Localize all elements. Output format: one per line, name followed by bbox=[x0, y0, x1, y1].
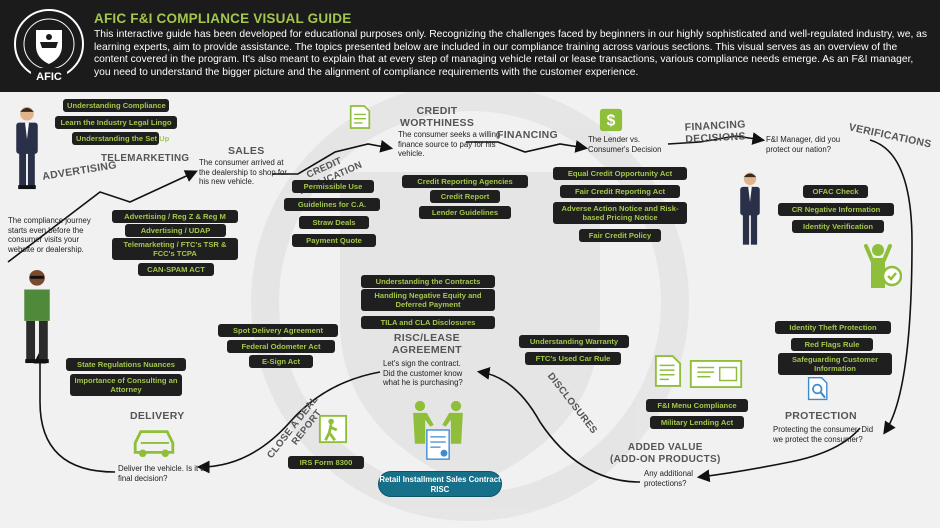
topic-irs-form-8300[interactable]: IRS Form 8300 bbox=[288, 456, 364, 469]
topic-tila-cla[interactable]: TILA and CLA Disclosures bbox=[361, 316, 495, 329]
contract-signing-icon bbox=[413, 400, 463, 460]
topic-state-regulations[interactable]: State Regulations Nuances bbox=[66, 358, 186, 371]
topic-permissible-use[interactable]: Permissible Use bbox=[292, 180, 374, 193]
topic-military-lending-act[interactable]: Military Lending Act bbox=[650, 416, 744, 429]
stage-label-delivery: DELIVERY bbox=[130, 410, 185, 422]
topic-federal-odometer-act[interactable]: Federal Odometer Act bbox=[227, 340, 335, 353]
risc-lease-line2: AGREEMENT bbox=[392, 344, 462, 356]
compliance-flow-diagram: Understanding Compliance Learn the Indus… bbox=[0, 92, 940, 528]
document-icon bbox=[349, 105, 371, 129]
topic-fair-credit-policy[interactable]: Fair Credit Policy bbox=[579, 229, 661, 242]
topic-ecoa[interactable]: Equal Credit Opportunity Act bbox=[553, 167, 687, 180]
topic-ftc-used-car-rule[interactable]: FTC's Used Car Rule bbox=[525, 352, 621, 365]
advertising-note: The compliance journey starts even befor… bbox=[8, 216, 91, 254]
topic-reg-z-m[interactable]: Advertising / Reg Z & Reg M bbox=[112, 210, 238, 223]
risc-badge: Retail Installment Sales Contract RISC bbox=[378, 471, 502, 497]
stage-label-risc-lease: RISC/LEASE AGREEMENT bbox=[392, 332, 462, 356]
topic-understanding-warranty[interactable]: Understanding Warranty bbox=[519, 335, 629, 348]
dollar-icon: $ bbox=[599, 108, 623, 132]
magnifier-document-icon bbox=[807, 377, 828, 401]
financing-decisions-note: F&I Manager, did you protect our nation? bbox=[766, 135, 841, 154]
topic-ofac-check[interactable]: OFAC Check bbox=[803, 185, 868, 198]
added-value-line2: (ADD-ON PRODUCTS) bbox=[610, 454, 721, 465]
sales-note: The consumer arrived at the dealership t… bbox=[199, 158, 287, 186]
topic-credit-report[interactable]: Credit Report bbox=[430, 190, 500, 203]
businessman-icon bbox=[16, 106, 38, 190]
financing-note: The Lender vs. Consumer's Decision bbox=[588, 135, 662, 154]
logo-text: AFIC bbox=[36, 71, 62, 83]
topic-udap[interactable]: Advertising / UDAP bbox=[125, 224, 226, 237]
afic-logo-icon: AFIC bbox=[14, 9, 84, 83]
added-value-line1: ADDED VALUE bbox=[627, 442, 703, 453]
topic-lender-guidelines[interactable]: Lender Guidelines bbox=[419, 206, 511, 219]
topic-safeguarding-customer-info[interactable]: Safeguarding Customer Information bbox=[778, 353, 892, 375]
topic-consulting-attorney[interactable]: Importance of Consulting an Attorney bbox=[70, 374, 182, 396]
stage-label-protection: PROTECTION bbox=[785, 410, 857, 422]
car-icon bbox=[133, 430, 175, 458]
topic-fcra[interactable]: Fair Credit Reporting Act bbox=[560, 185, 680, 198]
credit-worthiness-line1: CREDIT bbox=[416, 105, 458, 117]
topic-credit-reporting-agencies[interactable]: Credit Reporting Agencies bbox=[402, 175, 528, 188]
chart-document-icon bbox=[689, 360, 743, 388]
topic-e-sign-act[interactable]: E-Sign Act bbox=[249, 355, 313, 368]
topic-guidelines-ca[interactable]: Guidelines for C.A. bbox=[284, 198, 380, 211]
topic-legal-lingo[interactable]: Learn the Industry Legal Lingo bbox=[55, 116, 177, 129]
stage-label-financing: FINANCING bbox=[497, 129, 559, 141]
risc-lease-line1: RISC/LEASE bbox=[393, 332, 460, 344]
credit-worthiness-line2: WORTHINESS bbox=[400, 117, 475, 129]
casual-man-icon bbox=[24, 269, 50, 364]
topic-payment-quote[interactable]: Payment Quote bbox=[292, 234, 376, 247]
risc-note: Let's sign the contract. Did the custome… bbox=[383, 359, 463, 387]
stage-label-added-value: ADDED VALUE (ADD-ON PRODUCTS) bbox=[610, 442, 721, 466]
checkmark-person-icon bbox=[864, 244, 902, 288]
topic-understanding-compliance[interactable]: Understanding Compliance bbox=[63, 99, 169, 112]
added-value-note: Any additional protections? bbox=[644, 469, 693, 488]
topic-identity-theft-protection[interactable]: Identity Theft Protection bbox=[775, 321, 891, 334]
topic-red-flags-rule[interactable]: Red Flags Rule bbox=[791, 338, 873, 351]
page-header: AFIC AFIC F&I COMPLIANCE VISUAL GUIDE Th… bbox=[0, 0, 940, 92]
intro-text: This interactive guide has been develope… bbox=[94, 29, 928, 78]
topic-tsr-tcpa[interactable]: Telemarketing / FTC's TSR & FCC's TCPA bbox=[112, 238, 238, 260]
topic-spot-delivery[interactable]: Spot Delivery Agreement bbox=[218, 324, 338, 337]
topic-negative-equity[interactable]: Handling Negative Equity and Deferred Pa… bbox=[361, 289, 495, 311]
topic-fi-menu-compliance[interactable]: F&I Menu Compliance bbox=[646, 399, 748, 412]
topic-identity-verification[interactable]: Identity Verification bbox=[792, 220, 884, 233]
exit-door-icon bbox=[318, 414, 348, 444]
topic-straw-deals[interactable]: Straw Deals bbox=[299, 216, 369, 229]
page-title: AFIC F&I COMPLIANCE VISUAL GUIDE bbox=[94, 11, 352, 26]
stage-label-telemarketing: TELEMARKETING bbox=[101, 153, 190, 164]
stage-label-sales: SALES bbox=[228, 145, 265, 157]
stage-label-financing-decisions: FINANCING DECISIONS bbox=[684, 118, 746, 145]
topic-can-spam[interactable]: CAN-SPAM ACT bbox=[138, 263, 214, 276]
menu-document-icon bbox=[654, 355, 682, 387]
flow-arrows bbox=[7, 92, 913, 521]
topic-cr-negative-information[interactable]: CR Negative Information bbox=[778, 203, 894, 216]
watermark-logo bbox=[251, 92, 689, 521]
svg-text:$: $ bbox=[607, 113, 616, 130]
delivery-note: Deliver the vehicle. Is it a final decis… bbox=[118, 464, 205, 483]
topic-adverse-action[interactable]: Adverse Action Notice and Risk-based Pri… bbox=[553, 202, 687, 224]
credit-worthiness-note: The consumer seeks a willing finance sou… bbox=[398, 130, 501, 158]
protection-note: Protecting the consumer. Did we protect … bbox=[773, 425, 874, 444]
businessman-icon bbox=[740, 172, 760, 245]
topic-understanding-set-up[interactable]: Understanding the Set Up bbox=[72, 132, 169, 145]
topic-understanding-contracts[interactable]: Understanding the Contracts bbox=[361, 275, 495, 288]
stage-label-credit-worthiness: CREDIT WORTHINESS bbox=[400, 105, 474, 129]
